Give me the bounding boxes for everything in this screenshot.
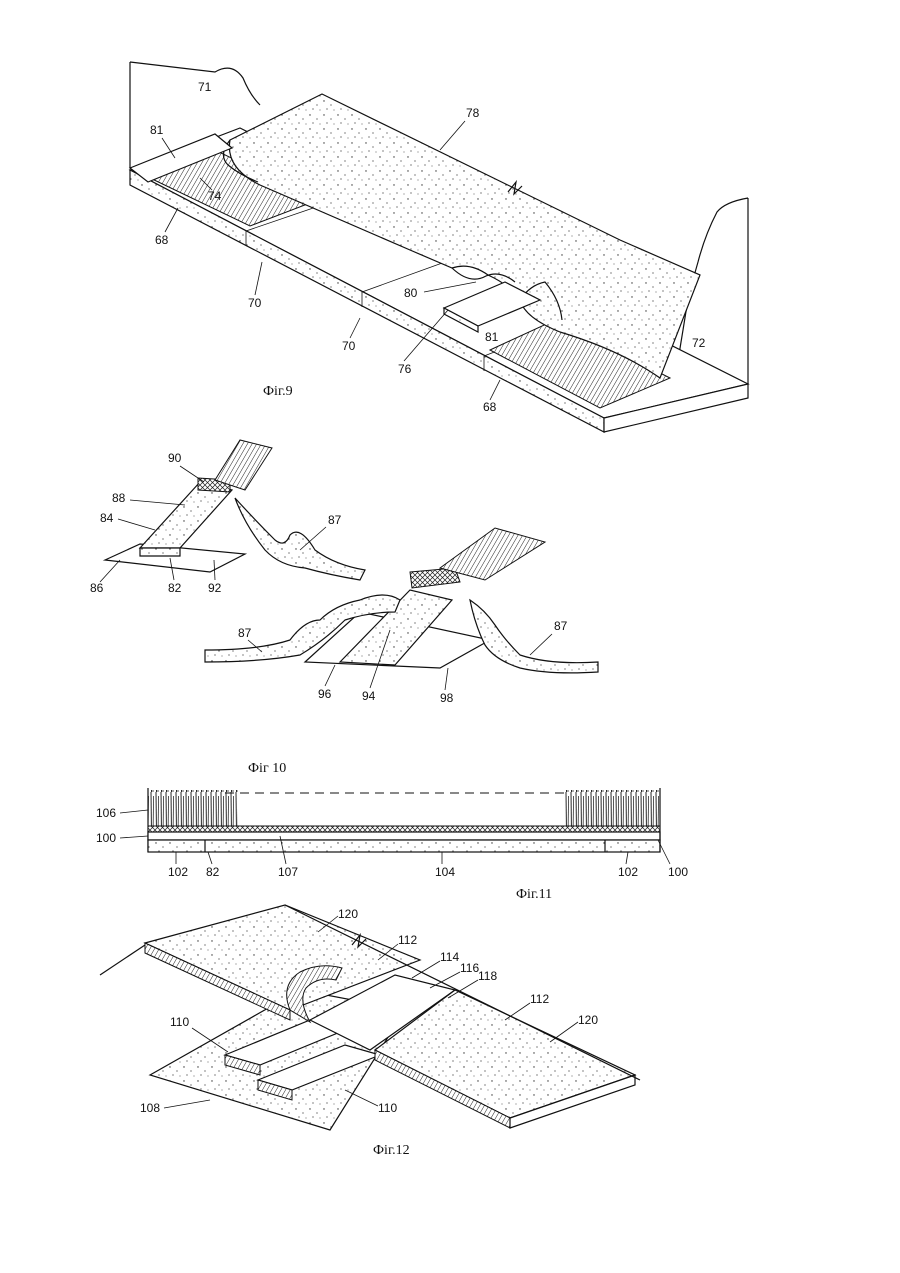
- label: 92: [208, 581, 222, 595]
- label: 82: [168, 581, 182, 595]
- label: 84: [100, 511, 114, 525]
- turf-roll-top-left: [215, 440, 272, 490]
- turf-roll-top-right: [440, 528, 545, 580]
- label: 114: [440, 950, 459, 964]
- figure-9: [130, 62, 748, 432]
- label: 70: [248, 296, 262, 310]
- label: 94: [362, 689, 376, 703]
- label: 100: [96, 831, 116, 845]
- figure-10: [105, 440, 598, 673]
- label: 102: [168, 865, 188, 879]
- label: 106: [96, 806, 116, 820]
- turf-fibers-right: [565, 790, 660, 828]
- label: 120: [578, 1013, 598, 1027]
- label: 118: [478, 969, 497, 983]
- base-104: [148, 840, 660, 852]
- turf-87-right: [470, 600, 598, 673]
- label: 98: [440, 691, 454, 705]
- label: 107: [278, 865, 298, 879]
- label: 87: [554, 619, 568, 633]
- label: 81: [150, 123, 164, 137]
- label: 116: [460, 961, 479, 975]
- label: 70: [342, 339, 356, 353]
- label: 112: [530, 992, 549, 1006]
- label: 68: [483, 400, 497, 414]
- pad-84: [140, 482, 232, 548]
- label: 76: [398, 362, 412, 376]
- label: 80: [404, 286, 418, 300]
- label: 86: [90, 581, 104, 595]
- label: 120: [338, 907, 358, 921]
- figure-caption: Фіг.9: [263, 384, 293, 399]
- label: 90: [168, 451, 182, 465]
- label: 81: [485, 330, 499, 344]
- label: 112: [398, 933, 417, 947]
- label: 68: [155, 233, 169, 247]
- label: 71: [198, 80, 212, 94]
- label: 87: [238, 626, 252, 640]
- turf-87-left: [235, 498, 365, 580]
- label: 82: [206, 865, 220, 879]
- label: 87: [328, 513, 342, 527]
- label: 74: [208, 189, 222, 203]
- label: 96: [318, 687, 332, 701]
- turf-fibers-left: [148, 790, 238, 828]
- label: 110: [170, 1015, 189, 1029]
- label: 108: [140, 1101, 160, 1115]
- figure-caption: Фіг 10: [248, 761, 286, 776]
- label: 88: [112, 491, 126, 505]
- label: 104: [435, 865, 455, 879]
- backing-ribbed: [148, 832, 660, 840]
- label: 102: [618, 865, 638, 879]
- figure-11: [148, 788, 660, 852]
- backing-layer-100: [148, 826, 660, 832]
- label: 72: [692, 336, 706, 350]
- label: 110: [378, 1101, 397, 1115]
- figure-caption: Фіг.11: [516, 887, 552, 902]
- label: 100: [668, 865, 688, 879]
- label: 78: [466, 106, 480, 120]
- figure-caption: Фіг.12: [373, 1143, 410, 1158]
